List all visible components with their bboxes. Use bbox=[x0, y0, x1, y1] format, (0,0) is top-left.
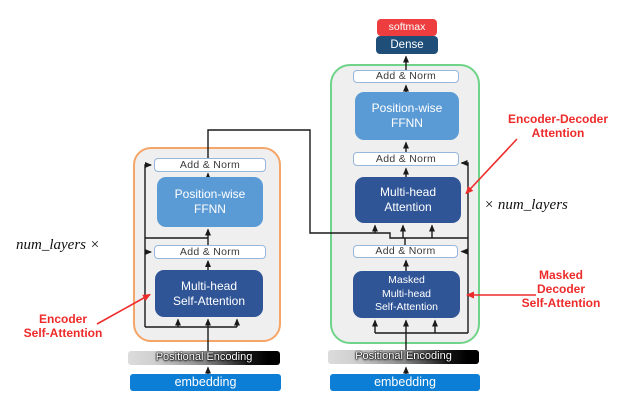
decoder-position-wise-ffnn: Position-wise FFNN bbox=[355, 92, 459, 140]
softmax-box: softmax bbox=[377, 19, 437, 36]
softmax-label: softmax bbox=[388, 21, 426, 34]
decoder-add-norm-bottom: Add & Norm bbox=[353, 245, 458, 258]
decoder-add-norm-top: Add & Norm bbox=[353, 70, 459, 83]
decoder-positional-encoding: Positional Encoding bbox=[328, 350, 479, 364]
encoder-embedding-label: embedding bbox=[174, 374, 237, 389]
red-annotation-pointers bbox=[96, 138, 536, 325]
encoder-self-attention-pointer bbox=[96, 293, 151, 325]
black-connectors bbox=[144, 55, 469, 374]
encoder-add-norm-bottom: Add & Norm bbox=[154, 245, 266, 259]
masked-decoder-self-attention-annotation: Masked Decoder Self-Attention bbox=[521, 268, 601, 311]
encoder-positional-encoding-label: Positional Encoding bbox=[155, 351, 253, 364]
decoder-add-norm-top-label: Add & Norm bbox=[375, 70, 437, 83]
encoder-decoder-attention-pointer bbox=[465, 138, 518, 195]
decoder-embedding: embedding bbox=[330, 374, 480, 391]
encoder-add-norm-top: Add & Norm bbox=[154, 158, 266, 172]
encoder-position-wise-ffnn: Position-wise FFNN bbox=[157, 177, 263, 227]
encoder-positional-encoding: Positional Encoding bbox=[128, 351, 280, 365]
decoder-residual-rail bbox=[460, 160, 469, 333]
encoder-self-attention-box-label: Multi-head Self-Attention bbox=[172, 278, 246, 308]
decoder-masked-attention-label: Masked Multi-head Self-Attention bbox=[374, 274, 439, 314]
encoder-add-norm-top-label: Add & Norm bbox=[179, 158, 241, 171]
encoder-to-decoder-link bbox=[207, 129, 468, 239]
encoder-self-attention-annotation: Encoder Self-Attention bbox=[23, 312, 103, 341]
encoder-embedding: embedding bbox=[130, 374, 281, 391]
decoder-ffnn-label: Position-wise FFNN bbox=[371, 101, 443, 130]
encoder-num-layers-label: num_layers × bbox=[16, 237, 100, 253]
decoder-multi-head-attention: Multi-head Attention bbox=[355, 177, 461, 223]
encoder-decoder-attention-annotation: Encoder-Decoder Attention bbox=[507, 112, 609, 141]
encoder-residual-rail bbox=[144, 162, 152, 327]
decoder-add-norm-middle: Add & Norm bbox=[353, 152, 459, 166]
decoder-attention-label: Multi-head Attention bbox=[379, 185, 437, 214]
decoder-embedding-label: embedding bbox=[374, 374, 436, 389]
decoder-add-norm-middle-label: Add & Norm bbox=[375, 152, 437, 165]
dense-label: Dense bbox=[390, 38, 424, 51]
decoder-add-norm-bottom-label: Add & Norm bbox=[375, 245, 436, 258]
encoder-add-norm-bottom-label: Add & Norm bbox=[179, 245, 241, 258]
dense-box: Dense bbox=[376, 36, 438, 54]
decoder-masked-multi-head-self-attention: Masked Multi-head Self-Attention bbox=[353, 271, 460, 318]
encoder-multi-head-self-attention: Multi-head Self-Attention bbox=[155, 270, 263, 317]
decoder-positional-encoding-label: Positional Encoding bbox=[355, 350, 452, 363]
decoder-num-layers-label: × num_layers bbox=[484, 197, 568, 213]
encoder-ffnn-label: Position-wise FFNN bbox=[174, 187, 246, 216]
